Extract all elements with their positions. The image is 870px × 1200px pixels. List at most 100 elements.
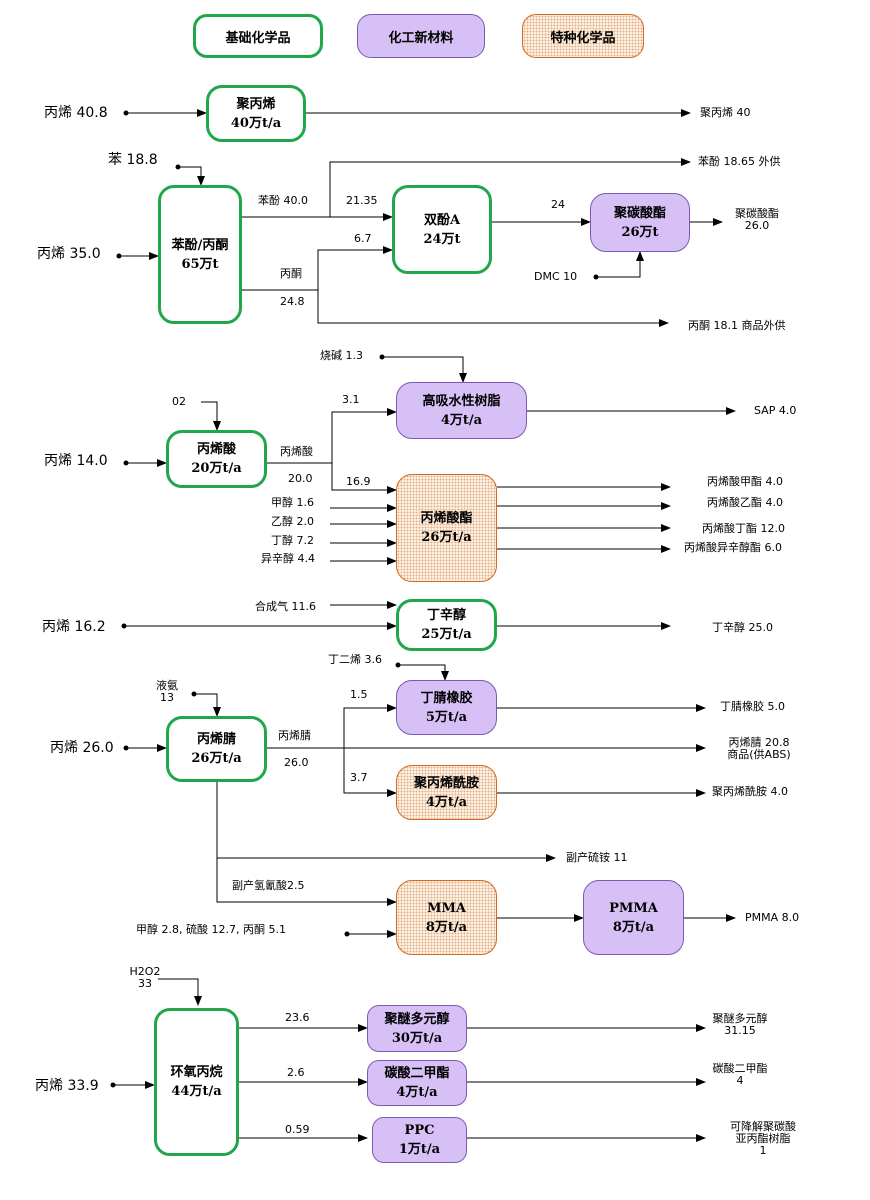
output-dimethyl-carbonate: 碳酸二甲酯 4 [706, 1063, 774, 1087]
box-capacity: 26万t [621, 224, 659, 240]
output-polyether-polyol-amount: 31.15 [724, 1024, 756, 1037]
output-acrylonitrile-use: 商品(供ABS) [727, 748, 791, 761]
byproduct-ammonium-sulfate: 副产硫铵 11 [566, 851, 628, 864]
input-hydrogen-peroxide-name: H2O2 [129, 965, 161, 978]
output-butyl-octanol: 丁辛醇 25.0 [712, 621, 773, 634]
input-liquid-ammonia-name: 液氨 [156, 679, 178, 692]
output-ethyl-acrylate: 丙烯酸乙酯 4.0 [707, 496, 783, 509]
box-name: PPC [404, 1123, 435, 1138]
box-name: 聚醚多元醇 [384, 1011, 450, 1027]
box-name: 丁腈橡胶 [420, 690, 473, 706]
flow-phenol-to-bpa: 21.35 [346, 194, 378, 207]
box-acrylate-esters: 丙烯酸酯 26万t/a [396, 474, 497, 582]
flow-acrylic-acid: 20.0 [288, 472, 313, 485]
input-methanol: 甲醇 1.6 [271, 496, 314, 509]
output-polycarbonate-name: 聚碳酸酯 [735, 207, 779, 220]
box-capacity: 4万t/a [440, 412, 483, 428]
flow-acn-label: 丙烯腈 [278, 729, 311, 742]
input-benzene: 苯 18.8 [108, 152, 158, 168]
input-propylene-acn: 丙烯 26.0 [50, 740, 114, 756]
box-capacity: 8万t/a [612, 919, 655, 935]
input-propylene-aa: 丙烯 14.0 [44, 453, 108, 469]
input-caustic-soda: 烧碱 1.3 [320, 349, 363, 362]
box-phenol-acetone: 苯酚/丙酮 65万t [158, 185, 242, 324]
input-liquid-ammonia: 液氨 13 [150, 680, 184, 704]
box-name: 聚丙烯 [236, 96, 276, 112]
input-hydrogen-peroxide: H2O2 33 [122, 966, 168, 990]
input-isooctanol: 异辛醇 4.4 [261, 552, 315, 565]
input-liquid-ammonia-amount: 13 [160, 691, 174, 704]
output-methyl-acrylate: 丙烯酸甲酯 4.0 [707, 475, 783, 488]
output-sap: SAP 4.0 [754, 404, 797, 417]
legend-basic-chemicals: 基础化学品 [193, 14, 323, 58]
box-dimethyl-carbonate: 碳酸二甲酯 4万t/a [367, 1060, 467, 1106]
output-acrylonitrile: 丙烯腈 20.8 商品(供ABS) [716, 737, 802, 761]
box-name: 丁辛醇 [426, 608, 466, 623]
box-capacity: 20万t/a [191, 461, 242, 476]
box-pmma: PMMA 8万t/a [583, 880, 684, 955]
output-polyether-polyol-name: 聚醚多元醇 [712, 1012, 768, 1025]
flow-acrylic-acid-label: 丙烯酸 [280, 445, 313, 458]
flow-aa-to-ester: 16.9 [346, 475, 371, 488]
input-propylene-phenol: 丙烯 35.0 [37, 246, 101, 262]
input-propylene-pp: 丙烯 40.8 [44, 105, 108, 121]
output-polyacrylamide: 聚丙烯酰胺 4.0 [712, 785, 788, 798]
box-name: PMMA [609, 900, 658, 916]
flow-acetone-label: 丙酮 [280, 267, 302, 280]
legend-specialty-chemicals: 特种化学品 [522, 14, 644, 58]
output-polypropylene: 聚丙烯 40 [700, 106, 751, 119]
flow-acn: 26.0 [284, 756, 309, 769]
box-name: 丙烯酸 [196, 442, 236, 457]
box-acrylic-acid: 丙烯酸 20万t/a [166, 430, 267, 488]
box-name: MMA [427, 900, 466, 916]
box-name: 高吸水性树脂 [422, 393, 501, 409]
output-ppc-resin-amount: 1 [759, 1144, 767, 1157]
box-name: 双酚A [423, 212, 461, 228]
flow-phenol: 苯酚 40.0 [258, 194, 308, 207]
output-butyl-acrylate: 丙烯酸丁酯 12.0 [702, 522, 785, 535]
box-name: 碳酸二甲酯 [384, 1066, 450, 1081]
box-propylene-oxide: 环氧丙烷 44万t/a [154, 1008, 239, 1156]
box-name: 苯酚/丙酮 [171, 237, 229, 253]
box-polycarbonate: 聚碳酸酯 26万t [590, 193, 690, 252]
output-acrylonitrile-amount: 丙烯腈 20.8 [728, 736, 790, 749]
box-capacity: 1万t/a [398, 1142, 441, 1157]
input-butadiene: 丁二烯 3.6 [328, 653, 382, 666]
box-name: 聚碳酸酯 [613, 205, 666, 221]
box-capacity: 8万t/a [425, 919, 468, 935]
box-capacity: 44万t/a [171, 1084, 222, 1099]
output-polycarbonate-amount: 26.0 [744, 219, 770, 232]
input-butanol: 丁醇 7.2 [271, 534, 314, 547]
box-polyacrylamide: 聚丙烯酰胺 4万t/a [396, 765, 497, 820]
flow-acn-to-pam: 3.7 [350, 771, 368, 784]
output-phenol: 苯酚 18.65 外供 [698, 155, 781, 168]
box-polyether-polyol: 聚醚多元醇 30万t/a [367, 1005, 467, 1052]
box-name: 丙烯腈 [196, 732, 236, 747]
legend-new-materials: 化工新材料 [357, 14, 485, 58]
box-bisphenol-a: 双酚A 24万t [392, 185, 492, 274]
output-ppc-resin-line2: 亚丙酯树脂 [735, 1132, 791, 1145]
input-syngas: 合成气 11.6 [255, 600, 316, 613]
box-capacity: 65万t [181, 256, 219, 272]
output-nbr: 丁腈橡胶 5.0 [720, 700, 785, 713]
box-polypropylene: 聚丙烯 40万t/a [206, 85, 306, 142]
output-ppc-resin: 可降解聚碳酸 亚丙酯树脂 1 [716, 1121, 810, 1157]
output-dimethyl-carbonate-amount: 4 [736, 1074, 744, 1087]
box-capacity: 4万t/a [425, 794, 468, 810]
box-capacity: 26万t/a [421, 530, 472, 545]
flow-po-to-ppc: 0.59 [285, 1123, 310, 1136]
source-dots [110, 110, 599, 1088]
input-propylene-octanol: 丙烯 16.2 [42, 619, 106, 635]
box-nbr: 丁腈橡胶 5万t/a [396, 680, 497, 735]
output-ppc-resin-line1: 可降解聚碳酸 [730, 1120, 796, 1133]
flow-po-to-polyether: 23.6 [285, 1011, 310, 1024]
flow-bpa-to-pc: 24 [551, 198, 565, 211]
box-sap: 高吸水性树脂 4万t/a [396, 382, 527, 439]
box-name: 环氧丙烷 [170, 1065, 223, 1080]
output-pmma: PMMA 8.0 [745, 911, 800, 924]
box-acrylonitrile: 丙烯腈 26万t/a [166, 716, 267, 782]
flow-acetone: 24.8 [280, 295, 305, 308]
box-capacity: 5万t/a [425, 709, 468, 725]
input-mma-feedstocks: 甲醇 2.8, 硫酸 12.7, 丙酮 5.1 [136, 923, 286, 936]
byproduct-hcn: 副产氢氰酸2.5 [232, 879, 305, 892]
